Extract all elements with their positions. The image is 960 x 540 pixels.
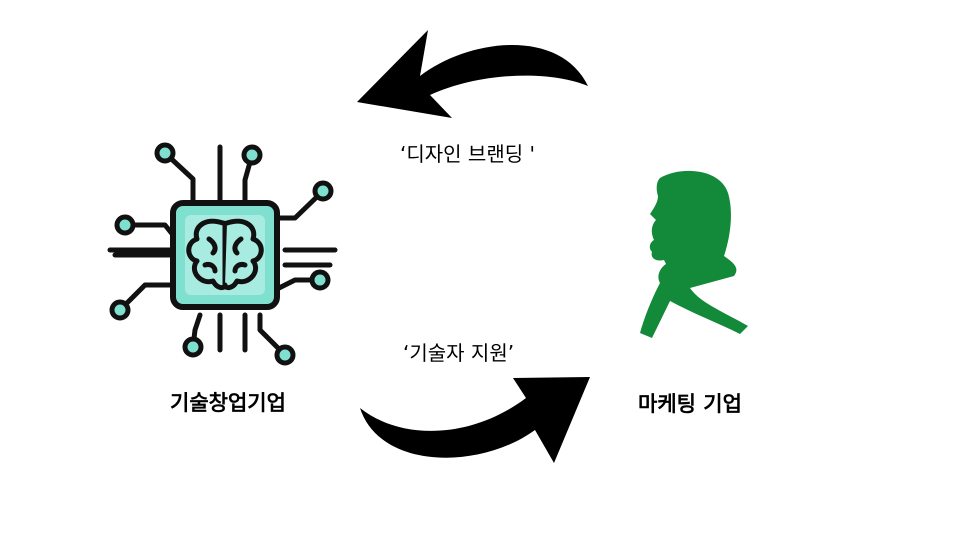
person-silhouette-icon	[640, 170, 748, 338]
tech-startup-label: 기술창업기업	[170, 391, 286, 415]
marketing-company-label: 마케팅 기업	[638, 392, 742, 416]
ai-chip-brain-icon	[107, 142, 338, 366]
top-arrow-label: ‘디자인 브랜딩 '	[400, 142, 535, 166]
bottom-arrow-label: ‘기술자 지원’	[403, 341, 515, 365]
